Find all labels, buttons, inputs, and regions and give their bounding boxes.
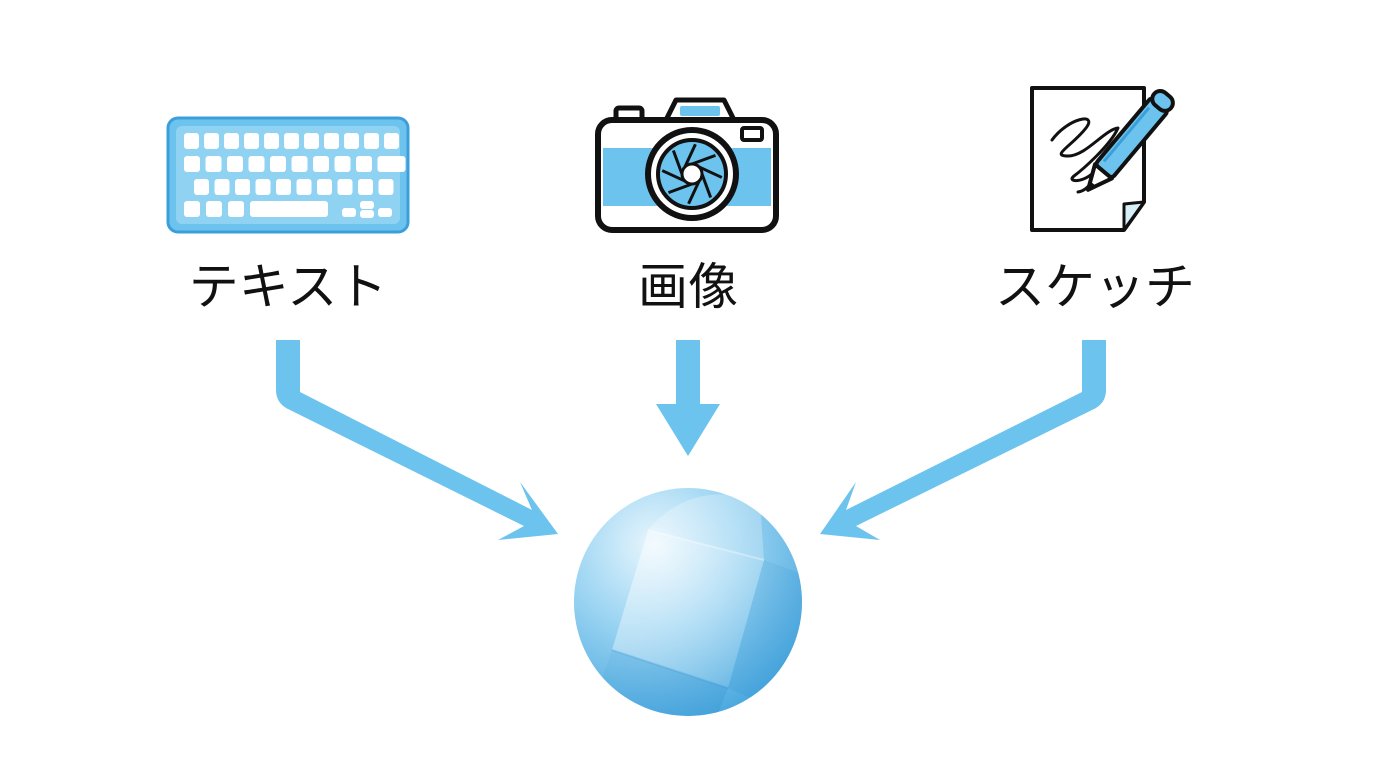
keyboard-key	[304, 133, 319, 149]
arrow-from-text	[276, 340, 558, 540]
aperture-blade	[661, 169, 686, 183]
keyboard-key	[356, 156, 372, 172]
keyboard-key	[296, 179, 312, 195]
keyboard-key	[194, 179, 209, 195]
keyboard-key	[313, 156, 329, 172]
keyboard-key	[276, 179, 291, 195]
keyboard-icon	[166, 116, 410, 234]
keyboard-key	[334, 156, 351, 172]
keyboard-key	[291, 156, 308, 172]
keyboard-key	[358, 179, 373, 195]
keyboard-key	[184, 133, 199, 149]
label-sketch-input: スケッチ	[995, 258, 1195, 316]
keyboard-key	[324, 133, 339, 149]
aperture-blade	[687, 180, 701, 205]
label-image-input: 画像	[638, 258, 738, 316]
keyboard-key	[344, 133, 359, 149]
keyboard-key	[284, 133, 299, 149]
sketch-pen-icon	[1030, 86, 1175, 232]
aperture-blade	[691, 153, 717, 166]
keyboard-key	[206, 201, 222, 217]
keyboard-key	[214, 179, 230, 195]
keyboard-key	[377, 156, 406, 172]
keyboard-key	[264, 133, 279, 149]
keyboard-key	[317, 179, 332, 195]
keyboard-key	[228, 201, 244, 217]
keyboard-key	[384, 133, 399, 149]
aperture-blade	[698, 165, 723, 179]
keyboard-key	[250, 201, 328, 217]
keyboard-key	[248, 156, 265, 172]
keyboard-key	[255, 179, 271, 195]
sphere-icon	[574, 488, 802, 716]
keyboard-key	[244, 133, 259, 149]
keyboard-key	[184, 201, 200, 217]
arrow-from-image	[656, 340, 720, 456]
keyboard-key	[270, 156, 286, 172]
keyboard-key	[224, 133, 239, 149]
keyboard-key	[378, 179, 394, 195]
keyboard-key	[360, 210, 374, 218]
keyboard-key	[184, 156, 200, 172]
camera-icon	[595, 97, 779, 233]
keyboard-key	[360, 201, 374, 209]
aperture-blade	[667, 182, 693, 195]
keyboard-key	[364, 133, 379, 149]
keyboard-key	[205, 156, 222, 172]
aperture-blade	[700, 173, 713, 199]
keyboard-key	[342, 208, 356, 217]
label-text-input: テキスト	[189, 258, 388, 316]
aperture-blade	[671, 149, 684, 175]
keyboard-key	[235, 179, 250, 195]
arrow-from-sketch	[820, 340, 1106, 540]
keyboard-key	[204, 133, 219, 149]
keyboard-key	[337, 179, 353, 195]
aperture-blade	[683, 143, 697, 168]
keyboard-key	[378, 208, 392, 217]
keyboard-key	[227, 156, 243, 172]
